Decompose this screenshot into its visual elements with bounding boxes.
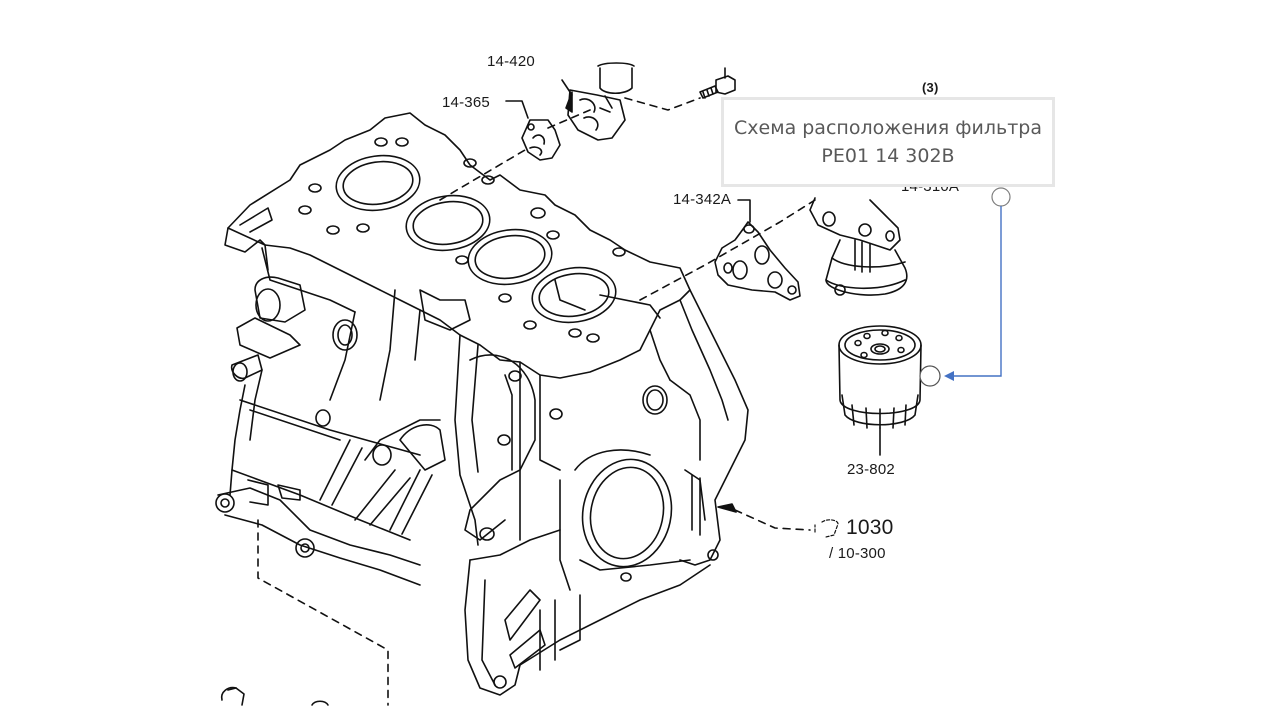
label-14-342a: 14-342A	[673, 191, 732, 208]
label-10-300: / 10-300	[829, 545, 886, 562]
top-crop-band	[0, 0, 1280, 62]
label-14-365: 14-365	[442, 94, 490, 111]
cylinder-block	[215, 112, 749, 696]
fasteners-bottom-drawing	[220, 686, 329, 706]
part-14-365-drawing	[505, 100, 561, 161]
part-14-310a-drawing	[809, 197, 908, 296]
label-1030: 1030	[846, 516, 894, 539]
arrow-1030	[717, 503, 737, 513]
part-14-342a-drawing	[714, 199, 801, 301]
label-14-420: 14-420	[487, 53, 535, 70]
bolt-drawing	[699, 67, 736, 99]
filter-location-callout: Схема расположения фильтра PE01 14 302B	[721, 97, 1055, 187]
label-23-802: 23-802	[847, 461, 895, 478]
assembly-leader-lines	[257, 97, 816, 706]
callout-title: Схема расположения фильтра	[734, 117, 1042, 139]
callout-part-number: PE01 14 302B	[821, 145, 955, 167]
label-view-ref: (3)	[922, 80, 939, 95]
oil-filter-drawing	[838, 325, 922, 456]
part-14-420-drawing	[561, 62, 635, 141]
seal-icon-1030	[814, 519, 839, 538]
